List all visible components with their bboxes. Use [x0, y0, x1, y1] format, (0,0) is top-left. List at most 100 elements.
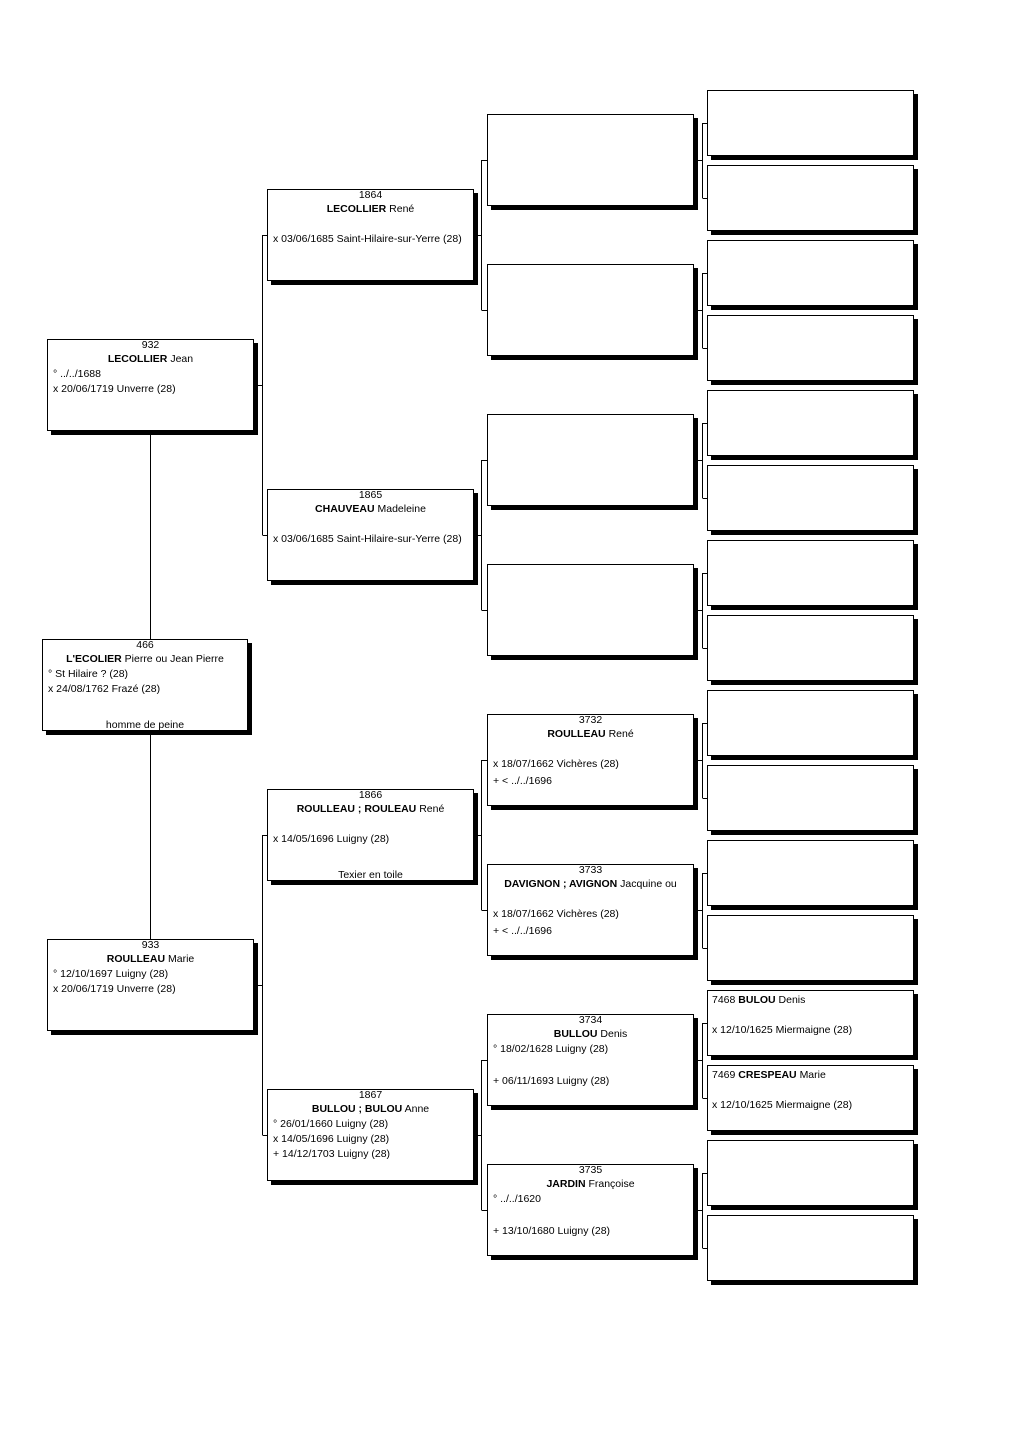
person-box-932[interactable]: 932 LECOLLIER Jean ° ../../1688 x 20/06/… [47, 339, 254, 431]
given-name: René [389, 203, 415, 215]
marriage-event: x 12/10/1625 Miermaigne (28) [712, 1099, 853, 1111]
death-event: + 13/10/1680 Luigny (28) [493, 1225, 611, 1237]
birth-event: ° 26/01/1660 Luigny (28) [273, 1118, 389, 1130]
sosa-number: 466 [136, 639, 154, 651]
person-name: LECOLLIER Jean [48, 352, 253, 367]
birth-event: ° 12/10/1697 Luigny (28) [53, 968, 169, 980]
surname: LECOLLIER [107, 353, 168, 365]
given-name: Marie [799, 1069, 826, 1081]
person-name: BULLOU ; BULOU Anne [268, 1102, 473, 1117]
person-name: 7469 CRESPEAU Marie [708, 1068, 913, 1083]
occupation: Texier en toile [338, 869, 403, 881]
surname: CHAUVEAU [315, 503, 375, 515]
person-box-empty[interactable] [487, 114, 694, 206]
surname: BULLOU [553, 1028, 598, 1040]
sosa-number: 933 [141, 939, 160, 951]
person-box-empty[interactable] [707, 465, 914, 531]
marriage-event: x 24/08/1762 Frazé (28) [48, 683, 161, 695]
marriage-event: x 14/05/1696 Luigny (28) [273, 833, 390, 845]
person-box-3734[interactable]: 3734 BULLOU Denis ° 18/02/1628 Luigny (2… [487, 1014, 694, 1106]
sosa-number: 1866 [358, 789, 383, 801]
sosa-number: 1867 [358, 1089, 383, 1101]
person-box-empty[interactable] [707, 840, 914, 906]
surname: L'ECOLIER [66, 653, 122, 665]
person-box-empty[interactable] [487, 564, 694, 656]
surname: ROULLEAU [547, 728, 606, 740]
birth-event: ° ../../1620 [493, 1193, 541, 1205]
sosa-number: 3735 [578, 1164, 603, 1176]
sosa-number: 7468 [712, 994, 736, 1006]
surname: LECOLLIER [326, 203, 387, 215]
birth-event: ° 18/02/1628 Luigny (28) [493, 1043, 609, 1055]
person-box-empty[interactable] [707, 1215, 914, 1281]
sosa-number: 3734 [578, 1014, 603, 1026]
person-box-1866[interactable]: 1866 ROULLEAU ; ROULEAU René x 14/05/169… [267, 789, 474, 881]
person-box-1864[interactable]: 1864 LECOLLIER René x 03/06/1685 Saint-H… [267, 189, 474, 281]
person-box-3732[interactable]: 3732 ROULLEAU René x 18/07/1662 Vichères… [487, 714, 694, 806]
birth-event: ° ../../1688 [53, 368, 101, 380]
person-box-empty[interactable] [707, 315, 914, 381]
person-box-empty[interactable] [707, 240, 914, 306]
marriage-event: x 20/06/1719 Unverre (28) [53, 983, 176, 995]
given-name: Denis [600, 1028, 628, 1040]
person-box-7468[interactable]: 7468 BULOU Denis x 12/10/1625 Miermaigne… [707, 990, 914, 1056]
marriage-event: x 20/06/1719 Unverre (28) [53, 383, 176, 395]
person-name: 7468 BULOU Denis [708, 993, 913, 1008]
given-name: Anne [404, 1103, 430, 1115]
surname: ROULLEAU [106, 953, 166, 965]
person-box-empty[interactable] [707, 765, 914, 831]
marriage-event: x 12/10/1625 Miermaigne (28) [712, 1024, 853, 1036]
surname: BULLOU ; BULOU [311, 1103, 403, 1115]
person-name: ROULLEAU René [488, 727, 693, 742]
person-box-empty[interactable] [707, 690, 914, 756]
sosa-number: 3733 [578, 864, 603, 876]
person-box-empty[interactable] [707, 1140, 914, 1206]
person-box-empty[interactable] [707, 165, 914, 231]
person-name: ROULLEAU Marie [48, 952, 253, 967]
person-box-3735[interactable]: 3735 JARDIN Françoise ° ../../1620 + 13/… [487, 1164, 694, 1256]
sosa-number: 1865 [358, 489, 383, 501]
surname: ROULLEAU ; ROULEAU [296, 803, 417, 815]
person-name: CHAUVEAU Madeleine [268, 502, 473, 517]
given-name: Françoise [588, 1178, 635, 1190]
person-box-7469[interactable]: 7469 CRESPEAU Marie x 12/10/1625 Miermai… [707, 1065, 914, 1131]
sosa-number: 3732 [578, 714, 603, 726]
person-box-empty[interactable] [707, 390, 914, 456]
surname: BULOU [738, 994, 776, 1006]
person-box-933[interactable]: 933 ROULLEAU Marie ° 12/10/1697 Luigny (… [47, 939, 254, 1031]
marriage-event: x 18/07/1662 Vichères (28) [493, 908, 619, 920]
person-box-empty[interactable] [707, 915, 914, 981]
marriage-event: x 18/07/1662 Vichères (28) [493, 758, 619, 770]
given-name: René [608, 728, 634, 740]
person-box-1867[interactable]: 1867 BULLOU ; BULOU Anne ° 26/01/1660 Lu… [267, 1089, 474, 1181]
sosa-number: 932 [141, 339, 160, 351]
occupation: homme de peine [105, 719, 185, 731]
surname: CRESPEAU [738, 1069, 797, 1081]
person-name: JARDIN Françoise [488, 1177, 693, 1192]
marriage-event: x 03/06/1685 Saint-Hilaire-sur-Yerre (28… [273, 533, 462, 545]
given-name: Jacquine ou [620, 878, 677, 890]
person-name: BULLOU Denis [488, 1027, 693, 1042]
person-box-1865[interactable]: 1865 CHAUVEAU Madeleine x 03/06/1685 Sai… [267, 489, 474, 581]
person-box-3733[interactable]: 3733 DAVIGNON ; AVIGNON Jacquine ou x 18… [487, 864, 694, 956]
death-event: + 06/11/1693 Luigny (28) [493, 1075, 610, 1087]
person-box-empty[interactable] [487, 414, 694, 506]
person-name: DAVIGNON ; AVIGNON Jacquine ou [488, 877, 693, 892]
person-box-empty[interactable] [707, 540, 914, 606]
given-name: Madeleine [377, 503, 426, 515]
person-name: ROULLEAU ; ROULEAU René [268, 802, 473, 817]
given-name: Jean [170, 353, 194, 365]
birth-event: ° St Hilaire ? (28) [48, 668, 129, 680]
given-name: Marie [168, 953, 195, 965]
surname: DAVIGNON ; AVIGNON [504, 878, 618, 890]
person-box-empty[interactable] [707, 615, 914, 681]
given-name: René [419, 803, 445, 815]
person-box-466[interactable]: 466 L'ECOLIER Pierre ou Jean Pierre ° St… [42, 639, 248, 731]
sosa-number: 7469 [712, 1069, 736, 1081]
person-box-empty[interactable] [707, 90, 914, 156]
given-name: Denis [778, 994, 806, 1006]
person-box-empty[interactable] [487, 264, 694, 356]
sosa-number: 1864 [358, 189, 383, 201]
